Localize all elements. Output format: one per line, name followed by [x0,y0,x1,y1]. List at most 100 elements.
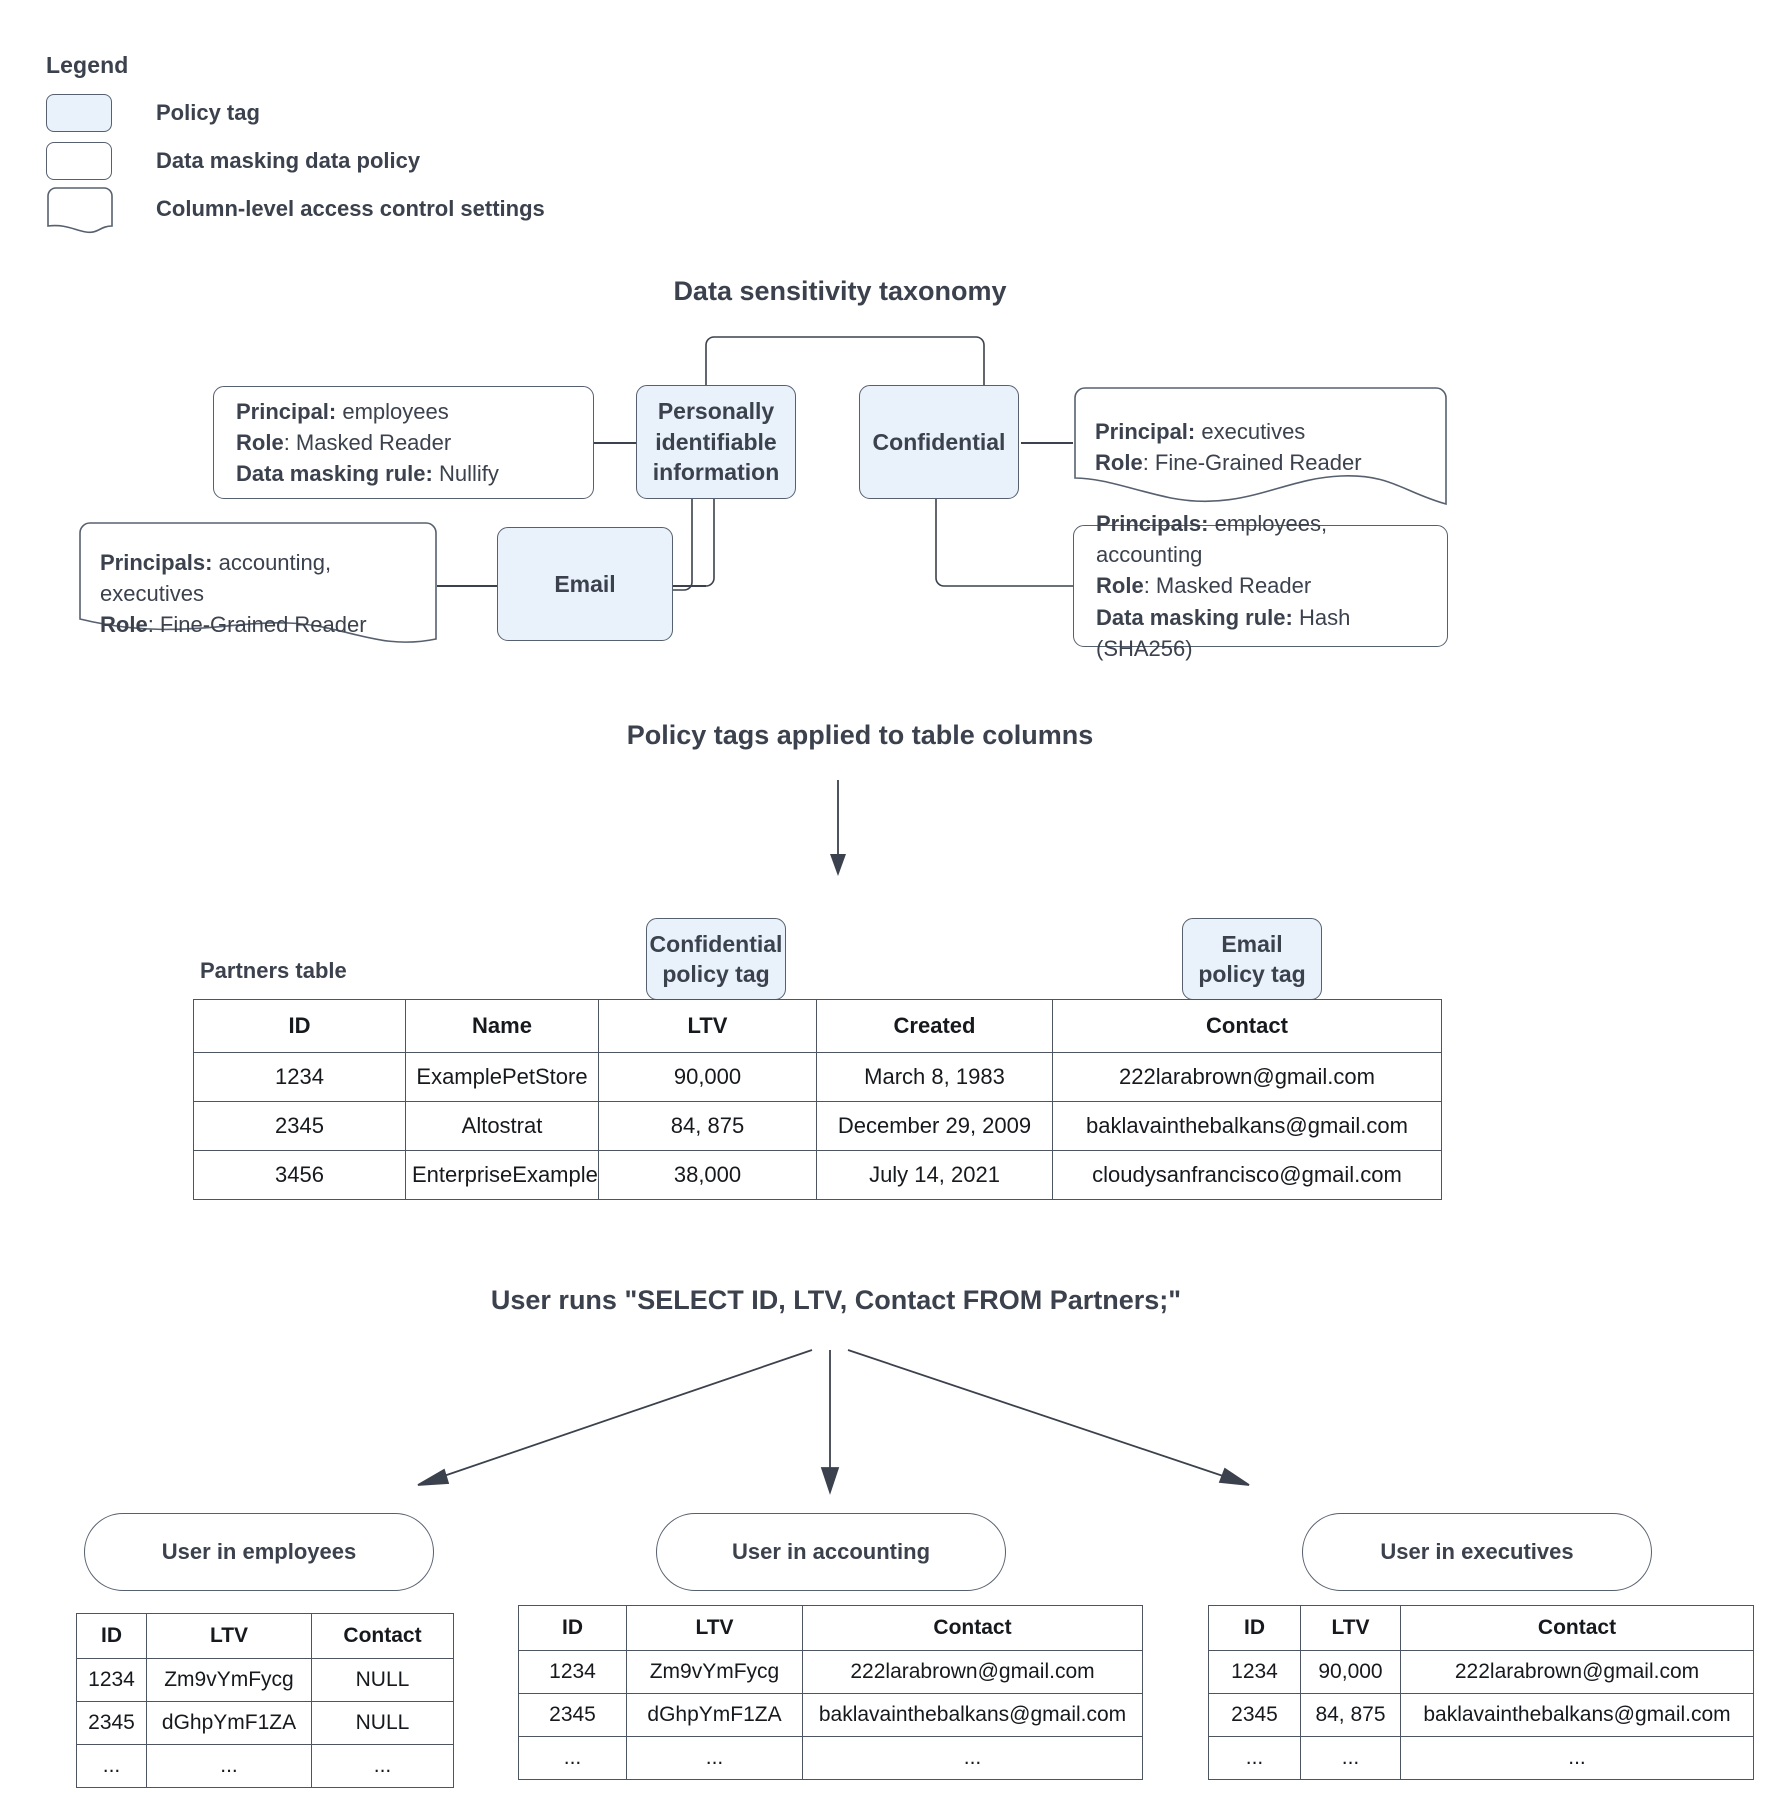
column-header-id: ID [76,1613,147,1659]
table-cell: Altostrat [405,1101,599,1151]
policy-tag-badge-line1: Confidential [649,930,783,957]
column-header-contact: Contact [1400,1605,1754,1651]
legend-item-column-access-control: Column-level access control settings [46,185,666,234]
table-cell: dGhpYmF1ZA [146,1701,312,1745]
policy-tag-email[interactable]: Email [497,527,673,641]
result-group-pill-label: User in accounting [731,1539,931,1564]
partners-table-caption: Partners table [200,958,347,983]
column-access-control-swatch-icon [46,186,113,234]
column-header-id: ID [1208,1605,1301,1651]
table-cell: ... [146,1744,312,1788]
policy-role-label: Role [1095,450,1143,476]
table-cell: 90,000 [1300,1650,1401,1694]
column-header-contact: Contact [1052,999,1442,1053]
policy-principal-value: executives [1195,419,1306,444]
policy-tag-badge-email[interactable]: Email policy tag [1182,918,1322,1000]
table-cell: 1234 [1208,1650,1301,1694]
policy-principal-value: employees [336,398,449,424]
column-header-contact: Contact [311,1613,454,1659]
table-cell: Zm9vYmFycg [626,1650,803,1694]
table-cell: 222larabrown@gmail.com [1400,1650,1754,1694]
table-cell: ... [1208,1736,1301,1780]
policy-principal-label: Principal: [1095,419,1196,444]
table-cell: EnterpriseExample [405,1150,599,1200]
policy-tag-email-label: Email [554,570,616,597]
policy-tag-pii[interactable]: Personally identifiable information [636,385,796,499]
table-cell: July 14, 2021 [816,1150,1053,1200]
table-cell: ExamplePetStore [405,1052,599,1102]
result-group-pill-employees: User in employees [84,1513,434,1591]
legend: Legend Policy tag Data masking data poli… [46,52,666,234]
column-header-ltv: LTV [598,999,817,1053]
table-cell: 2345 [518,1693,627,1737]
policy-tags-heading: Policy tags applied to table columns [626,720,1094,750]
result-group-pill-label: User in employees [161,1539,357,1564]
legend-item-policy-tag: Policy tag [46,89,666,137]
legend-item-label: Policy tag [156,100,260,125]
column-header-ltv: LTV [626,1605,803,1651]
column-header-ltv: LTV [146,1613,312,1659]
policy-tag-badge-confidential[interactable]: Confidential policy tag [646,918,786,1000]
table-cell: dGhpYmF1ZA [626,1693,803,1737]
policy-role-value: : Masked Reader [283,429,452,455]
policy-principal-label: Principals: [1096,510,1209,536]
table-cell: ... [76,1744,147,1788]
table-cell: ... [311,1744,454,1788]
table-cell: 38,000 [598,1150,817,1200]
policy-rule-value: Nullify [432,461,499,487]
table-cell: 1234 [518,1650,627,1694]
column-header-id: ID [518,1605,627,1651]
column-header-ltv: LTV [1300,1605,1401,1651]
policy-role-label: Role [1096,573,1144,599]
taxonomy-heading: Data sensitivity taxonomy [673,276,1007,306]
table-cell: 2345 [76,1701,147,1745]
column-access-control-email: Principals: accounting, executives Role:… [78,521,438,646]
legend-title: Legend [46,52,129,78]
column-header-name: Name [405,999,599,1053]
table-cell: 3456 [193,1150,406,1200]
table-cell: 222larabrown@gmail.com [802,1650,1143,1694]
table-row: ......... [76,1744,454,1788]
policy-tag-badge-line1: Email [1221,930,1283,957]
policy-tag-confidential[interactable]: Confidential [859,385,1019,499]
policy-rule-label: Data masking rule: [236,461,433,487]
query-heading: User runs "SELECT ID, LTV, Contact FROM … [490,1285,1182,1315]
table-cell: cloudysanfrancisco@gmail.com [1052,1150,1442,1200]
table-row: ......... [1208,1736,1754,1780]
column-access-control-confidential: Principal: executives Role: Fine-Grained… [1073,386,1448,508]
policy-tag-pii-label: Personally identifiable information [652,398,780,486]
table-cell: 84, 875 [1300,1693,1401,1737]
table-cell: ... [802,1736,1143,1780]
table-cell: ... [1400,1736,1754,1780]
policy-rule-value: Hash (SHA256) [1096,604,1351,661]
table-cell: NULL [311,1701,454,1745]
policy-principal-label: Principals: [100,550,213,575]
policy-tag-badge-line2: policy tag [662,961,770,987]
policy-tag-swatch-icon [46,94,112,132]
policy-principal-value: employees, accounting [1096,510,1328,568]
table-cell: 222larabrown@gmail.com [1052,1052,1442,1102]
table-cell: 90,000 [598,1052,817,1102]
policy-principal-label: Principal: [236,398,337,424]
table-cell: 2345 [193,1101,406,1151]
policy-role-label: Role [100,612,148,638]
legend-item-data-masking-policy: Data masking data policy [46,137,666,185]
column-header-created: Created [816,999,1053,1053]
